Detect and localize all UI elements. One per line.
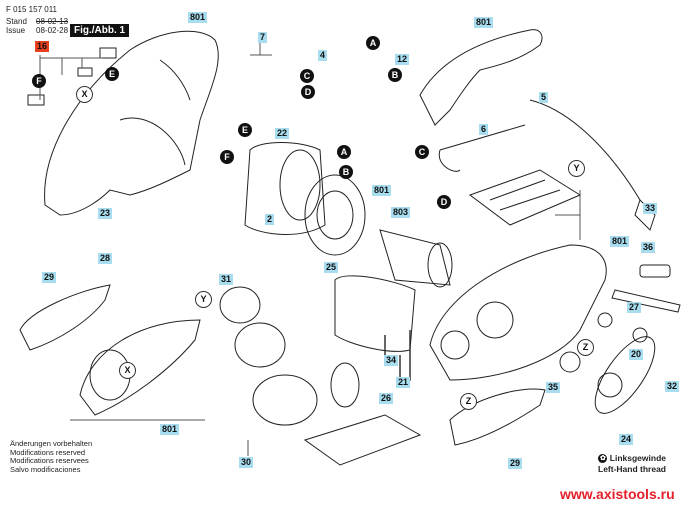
figure-title: Fig./Abb. 1	[70, 24, 130, 37]
motor-housing-part	[334, 275, 416, 352]
connector-marker-b-2: B	[339, 165, 353, 179]
part-label-28[interactable]: 28	[98, 253, 113, 264]
note-line: Modifications reservees	[10, 456, 89, 465]
drive-belt-part	[594, 336, 656, 414]
part-number: F 015 157 011	[6, 5, 58, 14]
reference-marker-x-2: X	[119, 362, 136, 379]
connector-marker-d-2: D	[437, 195, 451, 209]
connector-marker-f-2: F	[220, 150, 234, 164]
part-label-32[interactable]: 32	[665, 381, 680, 392]
connector-marker-a: A	[366, 36, 380, 50]
cord-sleeve	[439, 124, 526, 151]
connector-marker-c-2: C	[415, 145, 429, 159]
part-label-6[interactable]: 6	[479, 124, 489, 135]
part-label-801-bearing-cover[interactable]: 801	[372, 185, 392, 196]
watermark-url[interactable]: www.axistools.ru	[560, 486, 675, 502]
bearing-27	[597, 312, 613, 328]
part-label-803[interactable]: 803	[391, 207, 411, 218]
reference-marker-z: Z	[577, 339, 594, 356]
part-label-4[interactable]: 4	[318, 50, 328, 61]
connector-marker-f: F	[32, 74, 46, 88]
part-label-801-side-cover[interactable]: 801	[160, 424, 180, 435]
knob-cap-part	[219, 286, 261, 324]
top-housing-part	[44, 30, 219, 216]
note-line: Modifications reserved	[10, 447, 86, 457]
issue-label: Issue	[6, 26, 26, 35]
stand-label: Stand	[6, 17, 27, 26]
depth-scale-part	[252, 374, 318, 426]
connector-marker-e-2: E	[238, 123, 252, 137]
carbon-brush	[27, 94, 45, 106]
power-cord	[529, 99, 641, 201]
front-shoe-part	[303, 414, 422, 466]
part-label-35[interactable]: 35	[546, 382, 561, 393]
note-line: Salvo modificaciones	[10, 464, 81, 474]
pulley-small	[632, 327, 648, 343]
part-label-21[interactable]: 21	[396, 377, 411, 388]
part-label-36[interactable]: 36	[641, 242, 656, 253]
part-label-33[interactable]: 33	[643, 203, 658, 214]
part-label-31[interactable]: 31	[219, 274, 234, 285]
part-label-30[interactable]: 30	[239, 457, 254, 468]
pulley-large	[597, 372, 623, 398]
issue-date: 08-02-28	[36, 26, 69, 35]
legend-line-1: Linksgewinde	[609, 453, 666, 463]
legend-line-2: Left-Hand thread	[598, 464, 666, 474]
connector-marker-d: D	[301, 85, 315, 99]
side-cover-left-part	[19, 284, 111, 351]
reference-marker-x: X	[76, 86, 93, 103]
connector-marker-c: C	[300, 69, 314, 83]
note-line: Änderungen vorbehalten	[10, 439, 93, 448]
wrench-part	[611, 289, 681, 313]
part-label-801-gear-housing[interactable]: 801	[610, 236, 630, 247]
part-label-2[interactable]: 2	[265, 214, 275, 225]
part-label-24[interactable]: 24	[619, 434, 634, 445]
spring-part	[330, 362, 360, 408]
bearing-ring-part	[304, 174, 366, 256]
part-label-34[interactable]: 34	[384, 355, 399, 366]
stand-date: 08-02-13	[36, 17, 69, 26]
modifications-notes: Änderungen vorbehalten Modifications res…	[10, 439, 93, 474]
bearing-35	[559, 351, 581, 373]
part-label-29-right[interactable]: 29	[508, 458, 523, 469]
connector-marker-b: B	[388, 68, 402, 82]
part-label-25[interactable]: 25	[324, 262, 339, 273]
handle-part	[419, 29, 543, 126]
part-label-20[interactable]: 20	[629, 349, 644, 360]
left-hand-thread-legend: ✿ Linksgewinde Left-Hand thread	[598, 453, 666, 475]
side-cover-part	[79, 319, 201, 416]
connector-marker-e: E	[105, 67, 119, 81]
part-label-29-left[interactable]: 29	[42, 272, 57, 283]
part-label-23[interactable]: 23	[98, 208, 113, 219]
reference-marker-z-2: Z	[460, 393, 477, 410]
armature-part	[379, 229, 451, 286]
part-label-27[interactable]: 27	[627, 302, 642, 313]
part-label-7[interactable]: 7	[258, 32, 268, 43]
gear-housing-part	[429, 244, 607, 381]
part-label-801-top-housing[interactable]: 801	[188, 12, 208, 23]
knob-ring-part	[234, 322, 286, 368]
reference-marker-y-2: Y	[568, 160, 585, 177]
reference-marker-y: Y	[195, 291, 212, 308]
part-label-16[interactable]: 16	[35, 41, 50, 52]
part-label-5[interactable]: 5	[539, 92, 549, 103]
part-label-801-handle[interactable]: 801	[474, 17, 494, 28]
stator-part	[244, 142, 326, 235]
part-label-22[interactable]: 22	[275, 128, 290, 139]
part-label-12[interactable]: 12	[395, 54, 410, 65]
connector-marker-a-2: A	[337, 145, 351, 159]
base-plate-part	[468, 169, 582, 226]
part-label-26[interactable]: 26	[379, 393, 394, 404]
left-hand-thread-icon: ✿	[598, 454, 608, 464]
